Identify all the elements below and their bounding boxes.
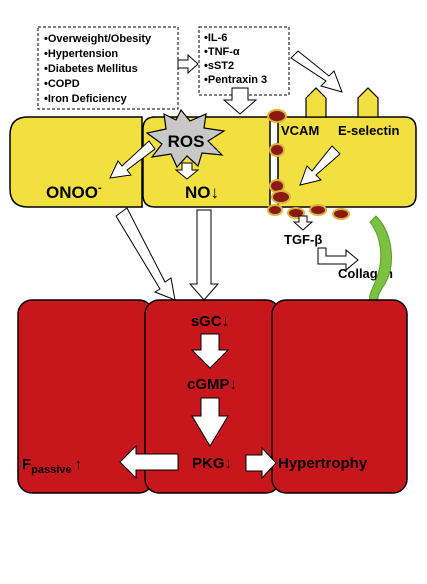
ros-burst-icon: [145, 108, 226, 169]
f-passive-label: Fpassive↑: [22, 456, 82, 476]
e-selectin-label: E-selectin: [338, 123, 399, 138]
receptor-icon: [305, 87, 327, 118]
risk-factor-item: •Iron Deficiency: [44, 93, 128, 105]
arrow-risk-to-mediators: [177, 53, 199, 75]
leukocyte: [267, 204, 283, 216]
endothelial-cell-right: [277, 116, 417, 208]
arrow-ros-to-no: [174, 162, 200, 180]
ros-burst: ROS: [145, 108, 226, 169]
mediator-item: •sST2: [204, 60, 234, 72]
arrow-cgmp-to-pkg: [191, 397, 229, 447]
collagen-fiber-icon: [369, 215, 392, 303]
cardiomyocyte-right: [271, 299, 408, 494]
hypertrophy-label: Hypertrophy: [278, 455, 368, 472]
arrow-mediators-to-receptors: [290, 50, 343, 93]
arrow-no-to-sgc: [188, 209, 220, 301]
mediator-item: •TNF-α: [204, 46, 240, 58]
leukocyte: [332, 208, 350, 220]
risk-factor-item: •COPD: [44, 78, 80, 90]
arrow-receptors-to-leukocytes: [299, 145, 341, 186]
receptor-icon: [357, 87, 379, 118]
endothelial-cell-left: [9, 116, 143, 208]
no-label: NO↓: [185, 183, 219, 202]
onoo-label: ONOO-: [46, 182, 102, 202]
arrow-tgf-to-collagen: [317, 247, 359, 272]
mediator-item: •Pentraxin 3: [204, 74, 267, 86]
vcam-label: VCAM: [281, 123, 319, 138]
arrow-leukocytes-to-tgf: [292, 215, 314, 231]
mediator-item: •IL-6: [204, 32, 227, 44]
leukocyte: [267, 109, 287, 123]
leukocyte: [269, 143, 285, 157]
ros-label: ROS: [168, 132, 205, 151]
risk-factor-item: •Diabetes Mellitus: [44, 63, 138, 75]
arrow-mediators-to-ros: [222, 87, 258, 115]
leukocyte: [309, 204, 327, 216]
risk-factor-item: •Overweight/Obesity: [44, 33, 152, 45]
cgmp-label: cGMP↓: [187, 376, 237, 393]
arrow-sgc-to-cgmp: [190, 333, 230, 369]
pkg-label: PKG↓: [192, 455, 232, 472]
leukocytes: [267, 109, 350, 220]
arrow-onoo-to-sgc: [115, 207, 176, 301]
arrow-pkg-to-hypertrophy: [245, 446, 277, 480]
arrow-ros-to-onoo: [109, 140, 156, 179]
mediators-box: •IL-6 •TNF-α •sST2 •Pentraxin 3: [198, 26, 290, 96]
cardiomyocyte-layer: [17, 299, 408, 494]
risk-factors-box: •Overweight/Obesity •Hypertension •Diabe…: [37, 26, 179, 110]
arrow-pkg-to-fpassive: [119, 444, 179, 480]
risk-factor-item: •Hypertension: [44, 48, 118, 60]
tgf-beta-label: TGF-β: [284, 232, 322, 247]
leukocyte: [271, 190, 291, 204]
sgc-label: sGC↓: [191, 313, 229, 330]
